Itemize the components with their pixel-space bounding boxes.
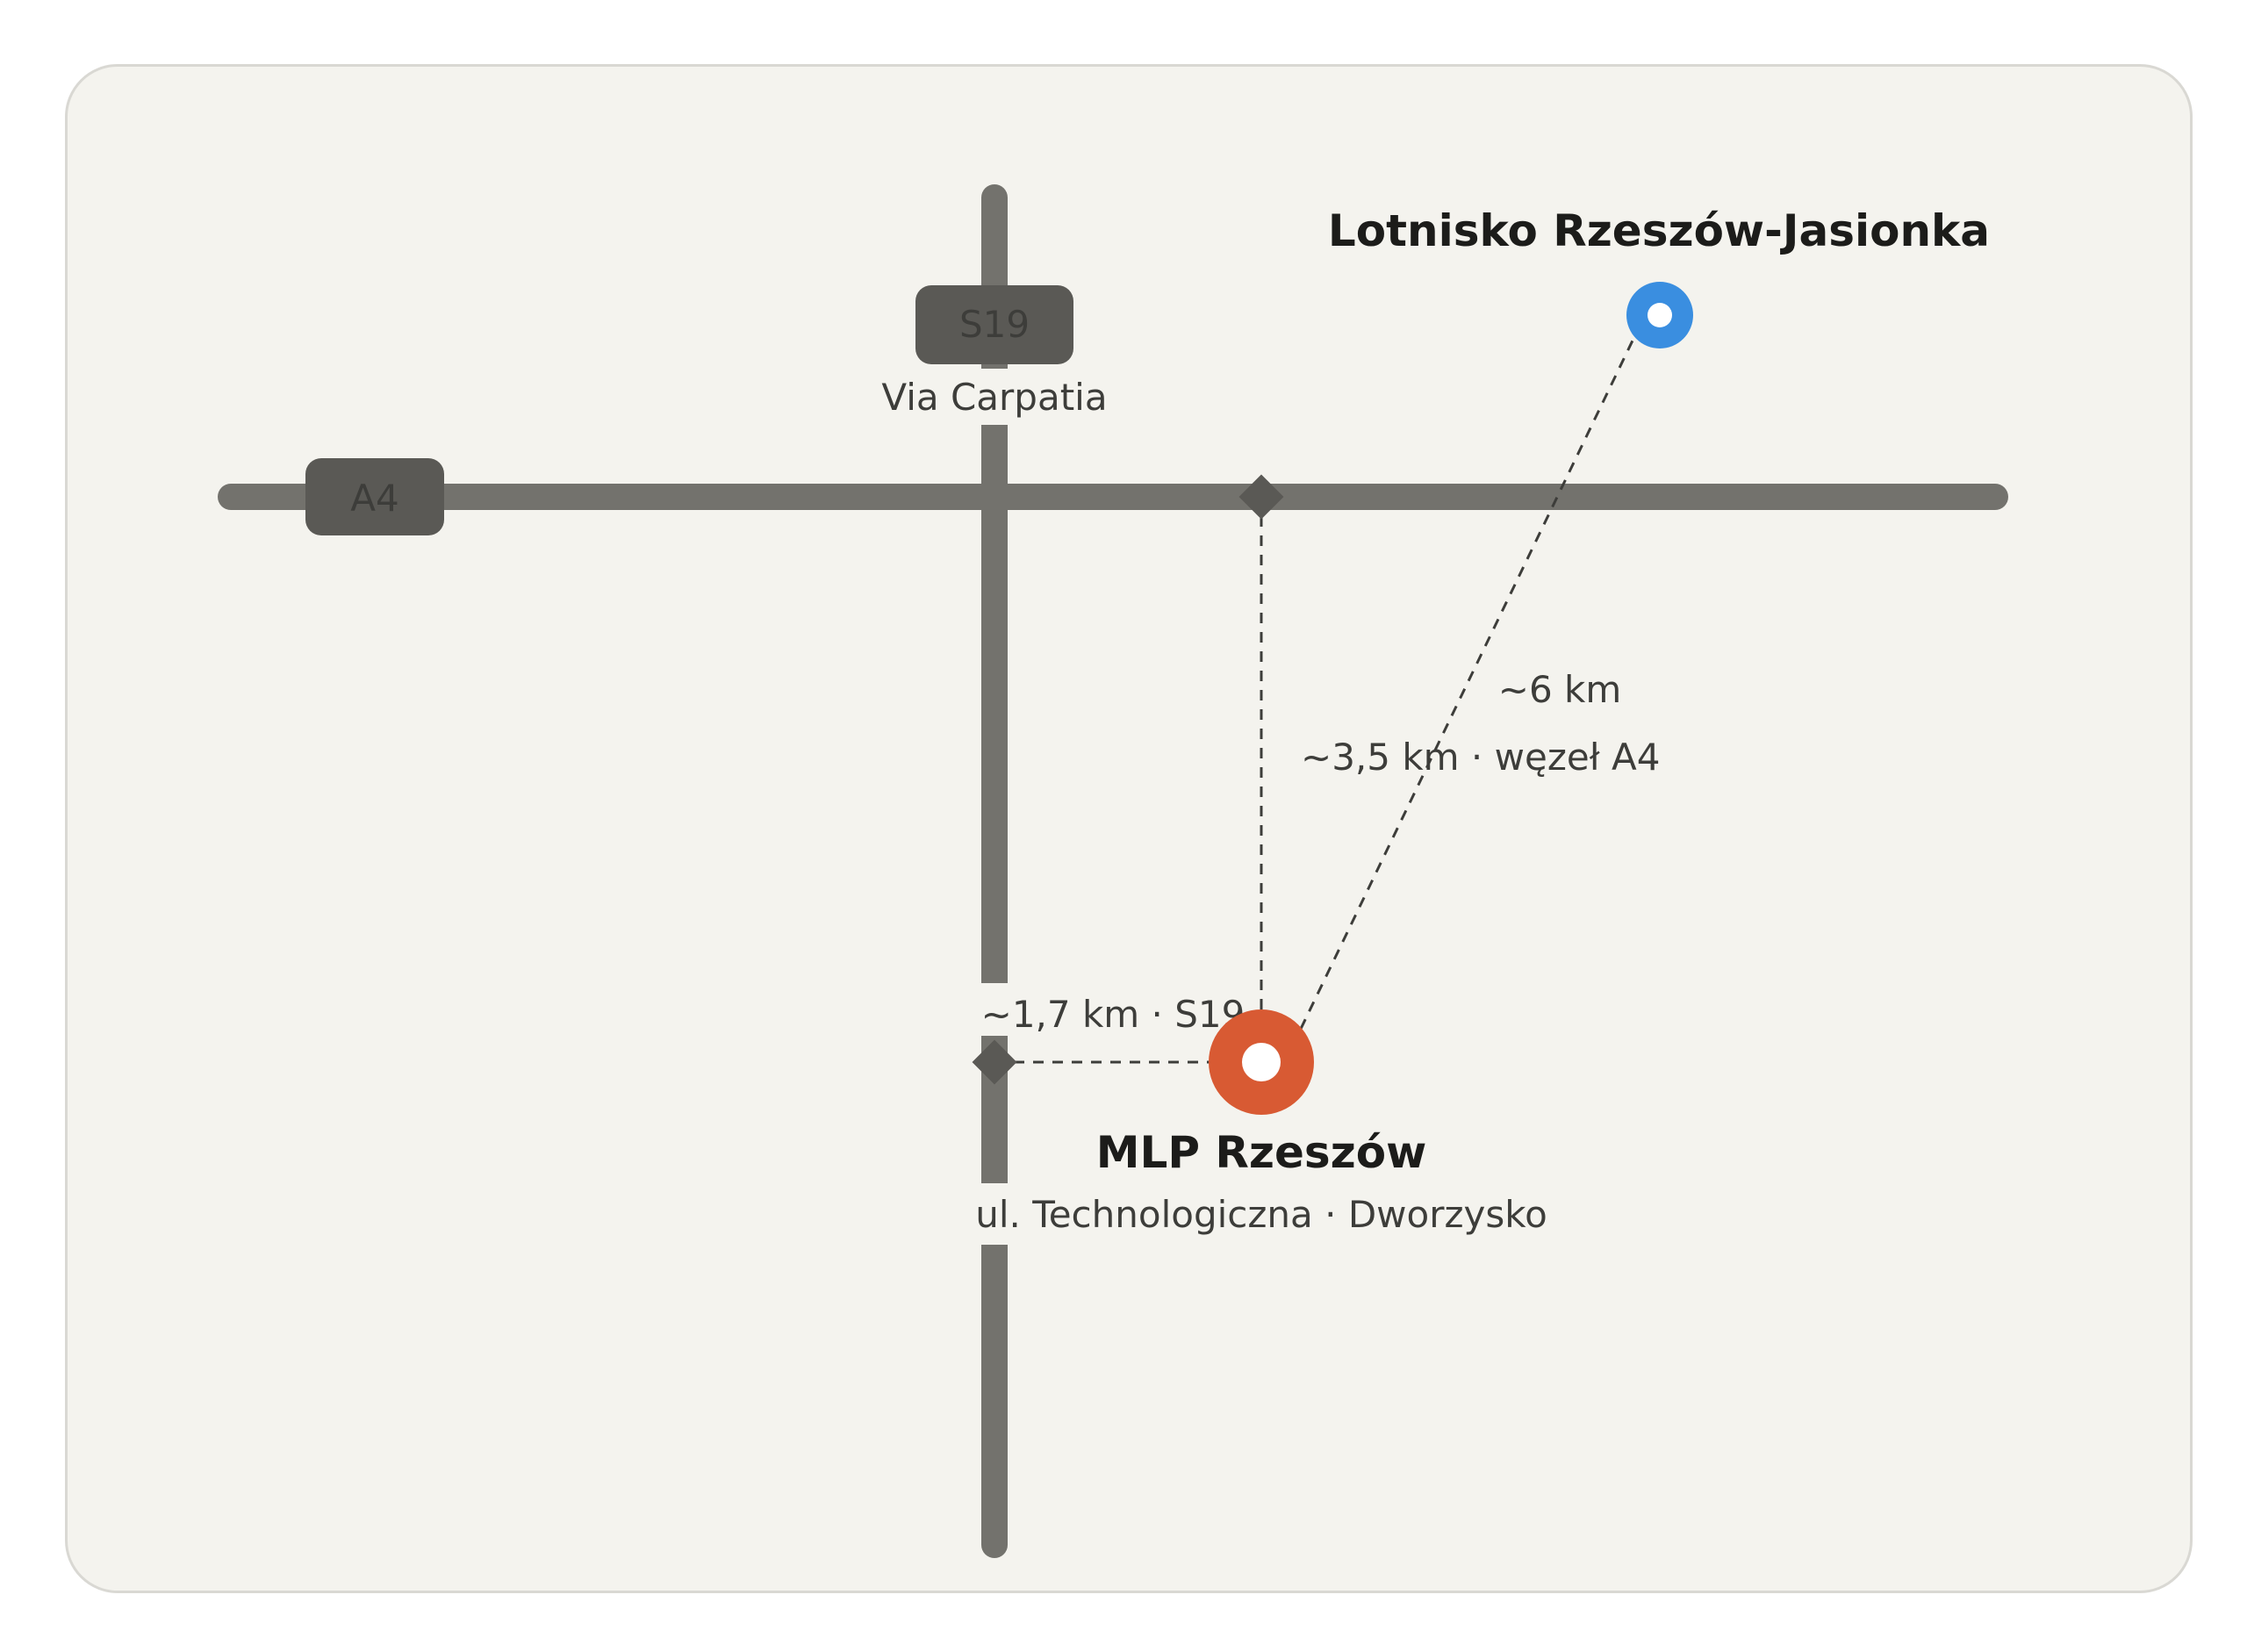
junction-diamond-icon[interactable]	[1238, 474, 1284, 520]
badge-s19-label: S19	[959, 303, 1030, 346]
map-card	[65, 64, 2193, 1593]
badge-a4-label: A4	[350, 477, 398, 520]
site-title: MLP Rzeszów	[1096, 1127, 1427, 1178]
road-name-via-carpatia: Via Carpatia	[881, 376, 1107, 419]
airport-marker[interactable]	[1626, 282, 1693, 348]
site-subtitle: ul. Technologiczna · Dworzysko	[975, 1193, 1547, 1236]
badge-a4-bg	[305, 458, 444, 535]
mask-site-subtitle	[957, 1183, 1554, 1245]
badge-s19[interactable]: S19	[915, 285, 1073, 364]
junctions-layer	[972, 474, 1284, 1085]
mask-via-carpatia	[878, 369, 1113, 425]
airport-ring-center	[1648, 303, 1672, 327]
location-ring-center	[1242, 1043, 1281, 1081]
mask-s19-distance	[930, 983, 1238, 1036]
distance-to-a4: ~3,5 km · węzeł A4	[1301, 736, 1660, 779]
label-masks	[878, 369, 1554, 1245]
routes-layer	[994, 340, 1634, 1064]
badge-s19-bg	[915, 285, 1073, 364]
badge-a4[interactable]: A4	[305, 458, 444, 535]
distance-to-airport: ~6 km	[1498, 668, 1622, 711]
airport-title: Lotnisko Rzeszów-Jasionka	[1328, 205, 1990, 256]
distance-to-s19: ~1,7 km · S19	[981, 993, 1246, 1036]
junction-diamond-icon[interactable]	[972, 1039, 1017, 1085]
site-marker[interactable]	[1209, 1009, 1314, 1115]
